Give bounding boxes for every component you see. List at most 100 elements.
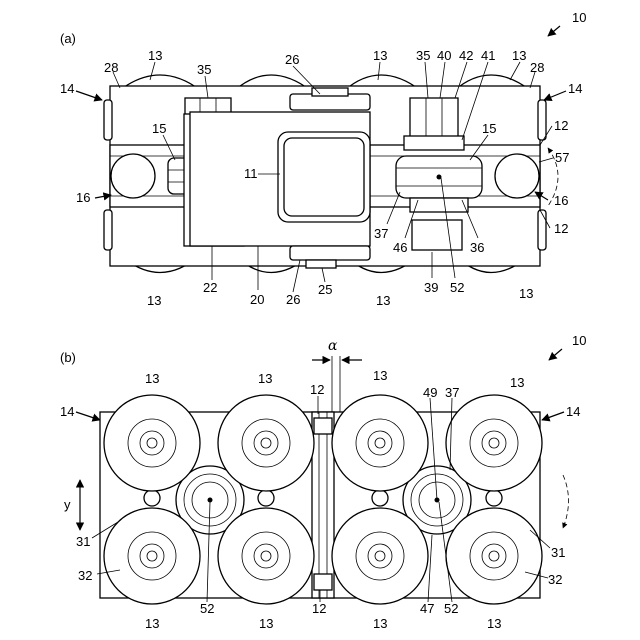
ref-35-l: 35	[197, 62, 211, 77]
ref-11: 11	[244, 166, 258, 181]
ref-49: 49	[423, 385, 437, 400]
rotation-arrow-b	[563, 475, 569, 528]
ref-42: 42	[459, 48, 473, 63]
arrow-14-l	[76, 91, 102, 100]
roller-b-bot-3-outer	[332, 508, 428, 604]
arrow-14-r	[544, 91, 566, 100]
ref-13-b-t2: 13	[258, 371, 272, 386]
ref-13-b-t4: 13	[510, 375, 524, 390]
leader-13-ur	[510, 62, 520, 80]
ref-15-r: 15	[482, 121, 496, 136]
roller-b-bot-4	[446, 508, 542, 604]
bolt-top-head	[312, 88, 348, 96]
roller-b-bot-3	[332, 508, 428, 604]
small-circle-4	[486, 490, 502, 506]
ref-14-b-r: 14	[566, 404, 580, 419]
roller-b-top-2	[218, 395, 314, 491]
ref-12-b-b: 12	[312, 601, 326, 616]
nut-right-stack	[410, 98, 458, 138]
roller-b-bot-2	[218, 508, 314, 604]
roller-b-top-1	[104, 395, 200, 491]
ref-13-b-b3: 13	[373, 616, 387, 631]
ref-37-a: 37	[374, 226, 388, 241]
hex-nut-left-center	[208, 498, 213, 503]
panel-label-b: (b)	[60, 350, 76, 365]
roller-b-top-3	[332, 395, 428, 491]
roller-b-top-3-outer	[332, 395, 428, 491]
arrow-16-l	[95, 195, 111, 198]
ref-16-a-r: 16	[554, 193, 568, 208]
wheel-left	[111, 154, 155, 198]
ref-13-a-um: 13	[373, 48, 387, 63]
ref-28-l: 28	[104, 60, 118, 75]
roller-b-bot-1	[104, 508, 200, 604]
ref-15-l: 15	[152, 121, 166, 136]
overall-ref-a: 10	[572, 10, 586, 25]
ref-26-t: 26	[285, 52, 299, 67]
rail-clamp-bottom	[314, 574, 332, 590]
end-cap-left-top	[104, 100, 112, 140]
ref-13-a-ur: 13	[512, 48, 526, 63]
block-39	[412, 220, 462, 250]
ref-22: 22	[203, 280, 217, 295]
ref-14-b-l: 14	[60, 404, 74, 419]
ref-13-b-t3: 13	[373, 368, 387, 383]
ref-13-b-b2: 13	[259, 616, 273, 631]
ref-35-r: 35	[416, 48, 430, 63]
arrow-14-b-l	[76, 412, 100, 420]
ref-39: 39	[424, 280, 438, 295]
leader-25	[322, 268, 325, 282]
ref-13-b-t1: 13	[145, 371, 159, 386]
ref-20: 20	[250, 292, 264, 307]
roller-b-top-2-outer	[218, 395, 314, 491]
ref-14-a-l: 14	[60, 81, 74, 96]
panel-label-a: (a)	[60, 31, 76, 46]
small-circle-1	[144, 490, 160, 506]
ref-26-b: 26	[286, 292, 300, 307]
ref-13-a-ul: 13	[148, 48, 162, 63]
roller-b-bot-2-outer	[218, 508, 314, 604]
ref-57: 57	[555, 150, 569, 165]
ref-31-r: 31	[551, 545, 565, 560]
roller-b-bot-4-outer	[446, 508, 542, 604]
ref-13-a-ll: 13	[147, 293, 161, 308]
rail-clamp-top	[314, 418, 332, 434]
view-b: (b) 10	[60, 333, 586, 631]
overall-ref-b: 10	[572, 333, 586, 348]
y-label: y	[64, 497, 71, 512]
ref-12-a-u: 12	[554, 118, 568, 133]
ref-52-b-r: 52	[444, 601, 458, 616]
ref-13-b-b4: 13	[487, 616, 501, 631]
small-circle-3	[372, 490, 388, 506]
ref-52-b-l: 52	[200, 601, 214, 616]
ref-46: 46	[393, 240, 407, 255]
ref-32-l: 32	[78, 568, 92, 583]
ref-41: 41	[481, 48, 495, 63]
ref-52-a: 52	[450, 280, 464, 295]
ref-25: 25	[318, 282, 332, 297]
overall-ref-a-arrow	[548, 26, 560, 36]
ref-28-r: 28	[530, 60, 544, 75]
ref-13-a-lr: 13	[519, 286, 533, 301]
roller-b-top-1-outer	[104, 395, 200, 491]
small-circle-2	[258, 490, 274, 506]
end-cap-left-bottom	[104, 210, 112, 250]
end-cap-right-bottom	[538, 210, 546, 250]
overall-ref-b-arrow	[549, 349, 562, 360]
nut-25	[306, 260, 336, 268]
wheel-right	[495, 154, 539, 198]
alpha-label: α	[328, 338, 338, 354]
center-block-inner	[284, 138, 364, 216]
part-36	[410, 198, 468, 212]
washer-41	[404, 136, 464, 150]
bolt-bottom	[290, 246, 370, 260]
ref-13-b-b1: 13	[145, 616, 159, 631]
ref-16-a-l: 16	[76, 190, 90, 205]
ref-37-b: 37	[445, 385, 459, 400]
roller-b-top-4	[446, 395, 542, 491]
view-a: (a) 10	[60, 10, 586, 308]
ref-40: 40	[437, 48, 451, 63]
leader-57	[539, 158, 553, 162]
ref-31-l: 31	[76, 534, 90, 549]
